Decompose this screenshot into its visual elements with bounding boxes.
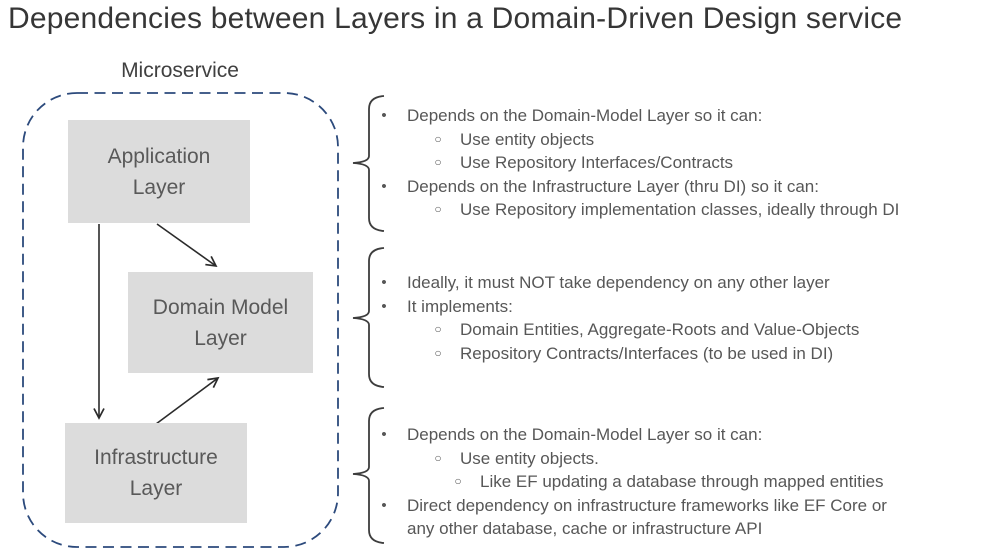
circle-bullet-icon: ○ xyxy=(434,322,442,336)
list-item-text: Depends on the Domain-Model Layer so it … xyxy=(407,425,763,444)
circle-bullet-icon: ○ xyxy=(434,450,442,465)
circle-bullet-icon: ○ xyxy=(434,131,442,146)
microservice-label: Microservice xyxy=(121,59,239,82)
application-layer-notes: • Depends on the Domain-Model Layer so i… xyxy=(372,104,998,222)
list-item-text: Like EF updating a database through mapp… xyxy=(480,472,884,491)
list-item: ○ Use Repository implementation classes,… xyxy=(426,198,998,222)
list-item: ○ Like EF updating a database through ma… xyxy=(446,470,998,494)
infrastructure-layer-notes: • Depends on the Domain-Model Layer so i… xyxy=(372,423,998,541)
application-layer-box: Application Layer xyxy=(68,120,250,223)
list-item-text: Domain Entities, Aggregate-Roots and Val… xyxy=(460,320,860,339)
list-item-text: It implements: xyxy=(407,296,513,316)
list-item-text: Depends on the Domain-Model Layer so it … xyxy=(407,106,763,125)
domain-model-layer-box: Domain Model Layer xyxy=(128,272,313,373)
list-item-text: Direct dependency on infrastructure fram… xyxy=(407,495,887,539)
domain-model-layer-notes: • Ideally, it must NOT take dependency o… xyxy=(372,271,998,365)
list-item: • It implements: xyxy=(372,295,998,319)
list-item: ○ Use entity objects xyxy=(426,128,998,152)
dot-bullet-icon: • xyxy=(381,177,387,195)
list-item: • Depends on the Domain-Model Layer so i… xyxy=(372,423,998,447)
list-item-text: Repository Contracts/Interfaces (to be u… xyxy=(460,343,834,363)
infrastructure-layer-box: Infrastructure Layer xyxy=(65,423,247,523)
list-item: ○ Use entity objects. xyxy=(426,447,998,471)
circle-bullet-icon: ○ xyxy=(434,155,442,169)
circle-bullet-icon: ○ xyxy=(454,474,462,488)
list-item-text: Use entity objects xyxy=(460,129,595,149)
list-item: ○ Use Repository Interfaces/Contracts xyxy=(426,151,998,175)
circle-bullet-icon: ○ xyxy=(434,202,442,216)
dot-bullet-icon: • xyxy=(381,426,387,443)
list-item-text: Ideally, it must NOT take dependency on … xyxy=(407,273,830,292)
list-item-text: Use Repository Interfaces/Contracts xyxy=(460,153,734,172)
dot-bullet-icon: • xyxy=(381,496,387,514)
list-item-text: Use Repository implementation classes, i… xyxy=(460,200,900,219)
dot-bullet-icon: • xyxy=(381,274,387,291)
list-item-text: Depends on the Infrastructure Layer (thr… xyxy=(407,176,819,196)
dot-bullet-icon: • xyxy=(381,297,387,315)
list-item: • Direct dependency on infrastructure fr… xyxy=(372,494,998,541)
arrow-application-to-domain xyxy=(156,223,218,268)
list-item: • Ideally, it must NOT take dependency o… xyxy=(372,271,998,295)
list-item: • Depends on the Domain-Model Layer so i… xyxy=(372,104,998,128)
circle-bullet-icon: ○ xyxy=(434,345,442,360)
list-item: ○ Domain Entities, Aggregate-Roots and V… xyxy=(426,318,998,342)
dot-bullet-icon: • xyxy=(381,107,387,124)
list-item: • Depends on the Infrastructure Layer (t… xyxy=(372,175,998,199)
page-title: Dependencies between Layers in a Domain-… xyxy=(8,2,903,35)
list-item: ○ Repository Contracts/Interfaces (to be… xyxy=(426,342,998,366)
arrow-infrastructure-to-domain xyxy=(155,376,220,425)
list-item-text: Use entity objects. xyxy=(460,448,599,468)
